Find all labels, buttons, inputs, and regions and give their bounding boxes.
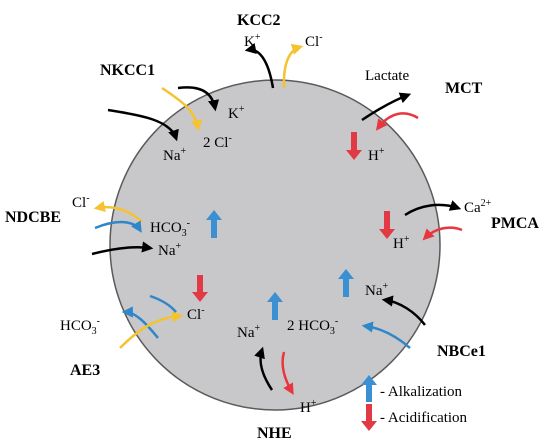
nbce1-na-ion: Na+ [365,281,389,299]
ae3-hco3-ion: HCO3- [60,316,100,337]
nkcc1-label: NKCC1 [100,62,155,79]
nbce1-transporter: Na+ 2 HCO3- [287,269,426,349]
ndcbe-cl-arrow [93,200,143,223]
mct-label: MCT [445,80,483,97]
ndcbe-label: NDCBE [5,209,61,226]
ae3-cl-ion: Cl- [187,305,205,323]
ae3-blue-stem [149,294,177,313]
ndcbe-na-ion: Na+ [158,241,182,259]
ae3-acidification-icon [192,275,208,302]
nhe-h-ion: H+ [300,398,317,416]
ndcbe-alkalization-icon [206,210,222,238]
kcc2-cl-ion: Cl- [305,32,323,50]
nbce1-label: NBCe1 [437,343,486,360]
nhe-label: NHE [257,425,292,442]
legend: - Alkalization - Acidification [361,375,468,431]
legend-alkalization-label: - Alkalization [380,384,463,400]
pmca-h-ion: H+ [393,234,410,252]
nkcc1-na-arrow [107,108,179,142]
ae3-label: AE3 [70,362,100,379]
kcc2-label: KCC2 [237,12,281,29]
legend-alkalization-icon [361,375,377,402]
nbce1-alkalization-icon [338,269,354,297]
nkcc1-cl-arrow [161,86,203,132]
mct-h-arrow [375,112,419,131]
mct-h-ion: H+ [368,146,385,164]
ndcbe-hco3-arrow [94,220,142,233]
pmca-label: PMCA [491,215,539,232]
kcc2-transporter: K+ Cl- [244,32,323,89]
ndcbe-hco3-ion: HCO3- [150,218,190,239]
ae3-hco3-arrow [121,306,159,339]
nhe-alkalization-icon [267,292,283,320]
mct-lactate-ion: Lactate [365,68,409,84]
ae3-transporter: HCO3- Cl- [60,275,208,349]
pmca-h-arrow [422,226,463,241]
kcc2-k-ion: K+ [244,32,261,50]
nbce1-na-arrow [381,295,426,326]
ndcbe-cl-ion: Cl- [72,193,90,211]
nkcc1-k-ion: K+ [228,104,245,122]
nkcc1-transporter: K+ 2 Cl- Na+ [107,86,245,164]
cell-body [109,79,441,411]
nhe-na-ion: Na+ [237,323,261,341]
nhe-na-arrow [254,346,274,391]
legend-acidification-label: - Acidification [380,410,468,426]
ndcbe-transporter: Cl- HCO3- Na+ [72,193,222,259]
nkcc1-k-arrow [177,86,220,112]
nhe-transporter: Na+ H+ [237,292,317,416]
ae3-cl-arrow [119,311,184,349]
mct-lactate-arrow [361,92,412,122]
pmca-ca-ion: Ca2+ [464,198,492,216]
ndcbe-na-arrow [91,241,154,256]
nbce1-hco3-arrow [361,321,411,349]
nbce1-hco3-ion: 2 HCO3- [287,316,338,337]
mct-transporter: Lactate H+ [346,68,419,164]
kcc2-k-arrow [244,42,275,89]
nhe-h-arrow [281,351,294,395]
mct-acidification-icon [346,132,362,160]
nkcc1-cl-ion: 2 Cl- [203,133,232,151]
legend-acidification-icon [361,404,377,431]
pmca-ca-arrow [404,200,462,217]
nkcc1-na-ion: Na+ [163,146,187,164]
kcc2-cl-arrow [282,43,304,89]
pmca-transporter: Ca2+ H+ [379,198,492,252]
pmca-acidification-icon [379,211,395,239]
